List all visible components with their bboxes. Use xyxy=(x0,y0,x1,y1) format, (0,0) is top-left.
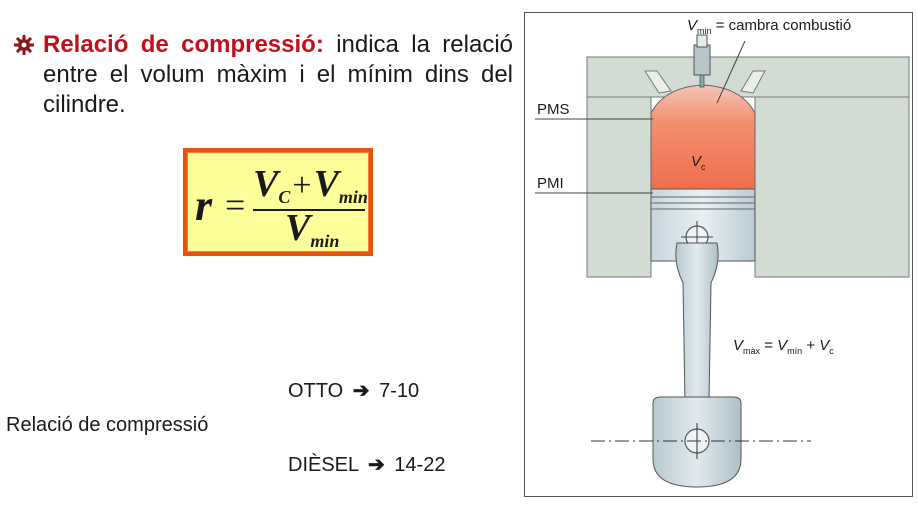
vmax-equation: Vmàx = Vmín + Vc xyxy=(733,337,834,356)
vmin-caption: Vmin = cambra combustió xyxy=(687,17,852,36)
pmi-label: PMI xyxy=(537,175,564,192)
formula-lhs: r xyxy=(195,181,213,230)
otto-ratio: OTTO ➔ 7-10 xyxy=(288,380,420,402)
fraction-bar xyxy=(253,209,365,211)
arrow-right-icon: ➔ xyxy=(352,380,370,402)
vc-label: Vc xyxy=(691,153,706,172)
formula-numerator: VC+Vmin xyxy=(253,163,368,207)
definition-paragraph: Relació de compressió: indica la relació… xyxy=(14,30,513,120)
spark-plug xyxy=(693,44,711,76)
combustion-chamber xyxy=(650,84,756,190)
compression-ratio-formula: r = VC+Vmin Vmin xyxy=(183,148,373,256)
pms-label: PMS xyxy=(537,101,570,118)
diesel-ratio: DIÈSEL ➔ 14-22 xyxy=(288,454,446,476)
arrow-right-icon: ➔ xyxy=(367,454,385,476)
engine-cylinder-diagram: Vmin = cambra combustió PMS PMI Vc Vmàx … xyxy=(524,12,913,497)
cylinder-wall-left xyxy=(586,96,652,278)
formula-equals: = xyxy=(225,185,246,225)
definition-text: indica la relació entre el volum màxim i… xyxy=(43,31,513,118)
gear-bullet-icon xyxy=(14,35,34,55)
formula-denominator: Vmin xyxy=(285,207,340,251)
compression-ratio-label: Relació de compressió xyxy=(6,414,209,436)
exhaust-port xyxy=(740,70,766,94)
intake-port xyxy=(644,70,672,94)
cylinder-illustration xyxy=(535,34,910,488)
connecting-rod xyxy=(675,242,719,404)
cylinder-wall-right xyxy=(754,96,910,278)
definition-term: Relació de compressió: xyxy=(43,31,324,58)
